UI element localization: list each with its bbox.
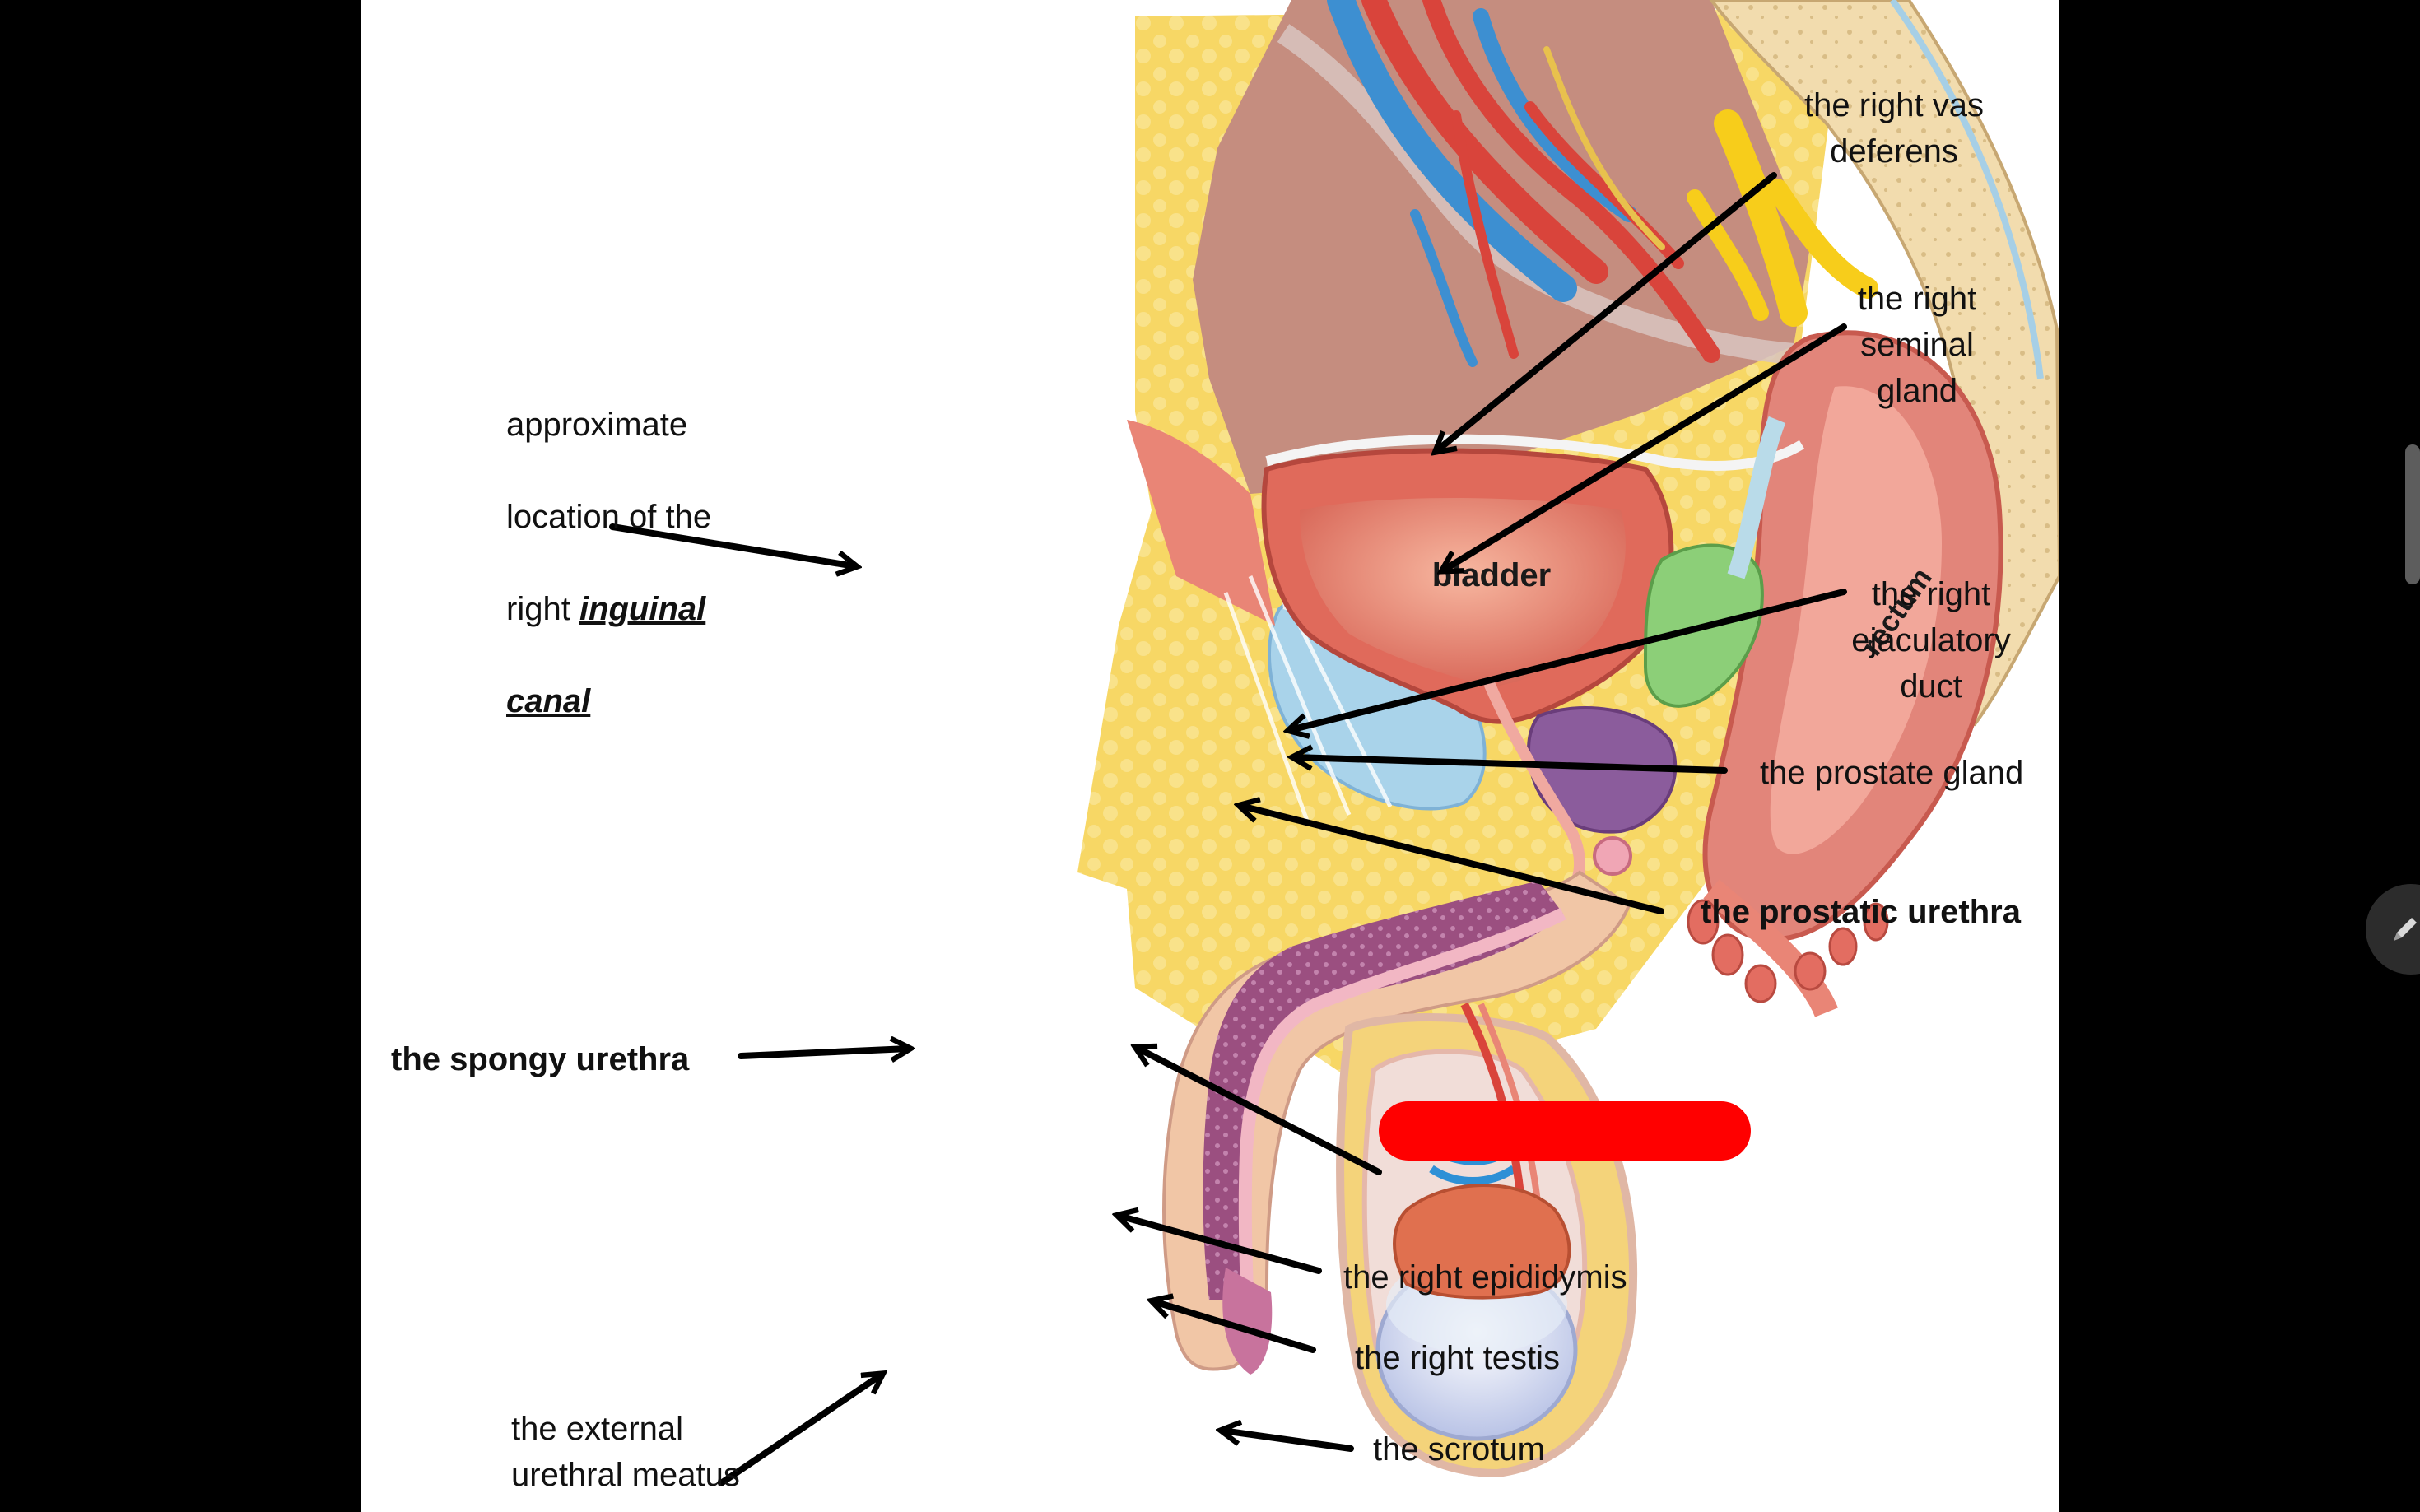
label-testis: the right testis xyxy=(1355,1340,1561,1376)
sacrum-cortex xyxy=(1889,0,2044,379)
pen-button[interactable] xyxy=(2366,884,2420,975)
arrow-testis xyxy=(1153,1301,1316,1353)
label-epididymis: the right epididymis xyxy=(1343,1259,1627,1296)
label-seminal-gland: the right seminal gland xyxy=(1857,281,1977,409)
redacted-label xyxy=(1379,1101,1751,1161)
arrow-seminal-gland xyxy=(1443,323,1847,570)
label-prostatic-urethra: the prostatic urethra xyxy=(1701,894,2021,930)
label-inguinal-emph2: canal xyxy=(506,683,591,719)
arrow-redacted-structure xyxy=(1137,1048,1382,1175)
label-inguinal-canal: approximate location of the right inguin… xyxy=(506,356,711,770)
scroll-handle[interactable] xyxy=(2405,444,2420,584)
epididymis xyxy=(1393,1184,1571,1300)
bulbourethral-gland xyxy=(1593,836,1632,876)
label-inguinal-emph1: inguinal xyxy=(579,591,706,627)
label-external-meatus: the external urethral meatus xyxy=(511,1411,740,1493)
label-prostate-gland: the prostate gland xyxy=(1760,755,2024,791)
corpus-cavernosum xyxy=(1203,881,1563,1300)
pointer-arrows xyxy=(609,172,1847,1486)
label-inguinal-line3: right inguinal xyxy=(506,586,711,632)
pen-icon xyxy=(2394,918,2417,941)
arrow-prostate-gland xyxy=(1294,757,1728,774)
arrow-prostatic-urethra xyxy=(1240,806,1664,914)
label-inguinal-line2: location of the xyxy=(506,499,712,535)
label-vas-deferens: the right vas deferens xyxy=(1804,87,1984,170)
iliac-vessels xyxy=(1327,0,1720,367)
rectum-lumen xyxy=(1770,386,1942,854)
arrow-ejaculatory-duct xyxy=(1290,589,1847,730)
peritoneal-fold xyxy=(1265,434,1805,471)
spermatic-cord-2 xyxy=(1478,1003,1542,1211)
arrow-scrotum xyxy=(1222,1431,1354,1452)
arrow-external-meatus xyxy=(718,1375,882,1486)
label-scrotum: the scrotum xyxy=(1373,1431,1545,1468)
label-inguinal-prefix: right xyxy=(506,591,579,627)
sacral-nerves xyxy=(1543,46,1878,327)
slide: bladder rectum approximate location of t… xyxy=(361,0,2059,1512)
label-inguinal-line1: approximate xyxy=(506,407,688,443)
glans xyxy=(1222,1268,1273,1375)
anal-canal xyxy=(1703,879,1838,1018)
anal-sphincters xyxy=(1687,899,1889,1003)
spermatic-cord xyxy=(1460,1002,1526,1211)
label-inguinal-line4: canal xyxy=(506,678,711,724)
label-ejaculatory-duct: the right ejaculatory duct xyxy=(1851,576,2011,705)
bladder-lumen xyxy=(1300,498,1626,687)
arrow-spongy-urethra xyxy=(738,1049,909,1056)
arrow-epididymis xyxy=(1119,1216,1322,1274)
arrow-inguinal-canal xyxy=(609,523,855,566)
vas-deferens xyxy=(1727,416,1786,579)
rectus-abdominis xyxy=(1127,420,1275,626)
arrow-vas-deferens xyxy=(1436,172,1777,451)
label-spongy-urethra: the spongy urethra xyxy=(391,1041,690,1077)
